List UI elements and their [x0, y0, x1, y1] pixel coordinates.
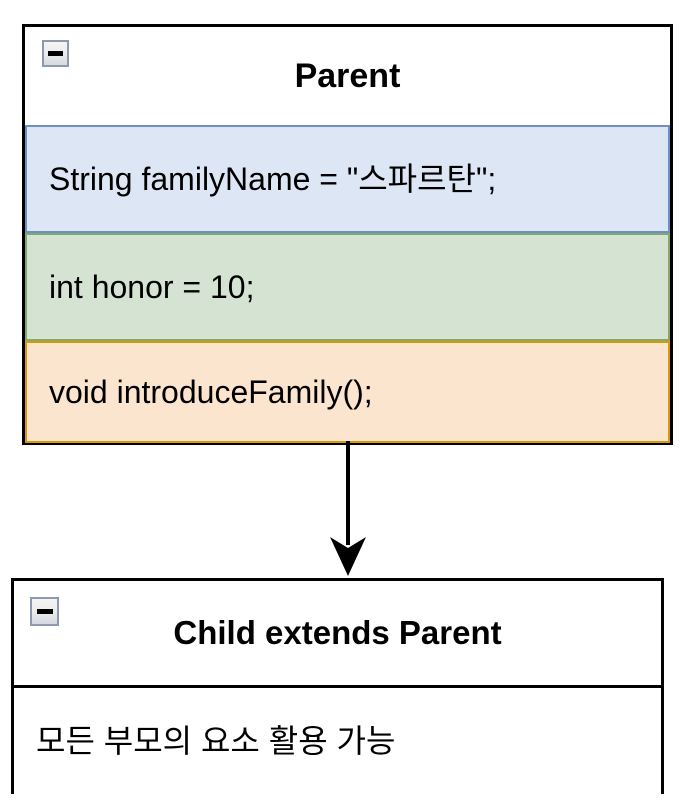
child-title: Child extends Parent: [173, 614, 502, 651]
minus-bar: [48, 51, 63, 56]
field-familyname-text: String familyName = "스파르탄";: [49, 161, 497, 197]
minus-bar: [36, 609, 53, 614]
parent-title: Parent: [294, 56, 401, 95]
method-introducefamily-text: void introduceFamily();: [49, 374, 373, 410]
uml-class-child[interactable]: Child extends Parent 모든 부모의 요소 활용 가능: [11, 578, 664, 794]
child-note-text: 모든 부모의 요소 활용 가능: [36, 723, 396, 759]
child-header: Child extends Parent: [14, 581, 661, 688]
field-honor-text: int honor = 10;: [49, 269, 255, 305]
uml-class-parent[interactable]: Parent String familyName = "스파르탄"; int h…: [22, 24, 673, 445]
minus-icon[interactable]: [30, 597, 59, 626]
parent-compartment-field-familyname[interactable]: String familyName = "스파르탄";: [25, 125, 670, 233]
parent-compartment-field-honor[interactable]: int honor = 10;: [25, 233, 670, 341]
inheritance-arrow[interactable]: [326, 441, 370, 579]
arrow-head: [330, 537, 366, 576]
minus-icon[interactable]: [42, 40, 69, 67]
child-compartment-note[interactable]: 모든 부모의 요소 활용 가능: [14, 688, 661, 794]
parent-header: Parent: [25, 27, 670, 125]
parent-compartment-method-introducefamily[interactable]: void introduceFamily();: [25, 341, 670, 443]
